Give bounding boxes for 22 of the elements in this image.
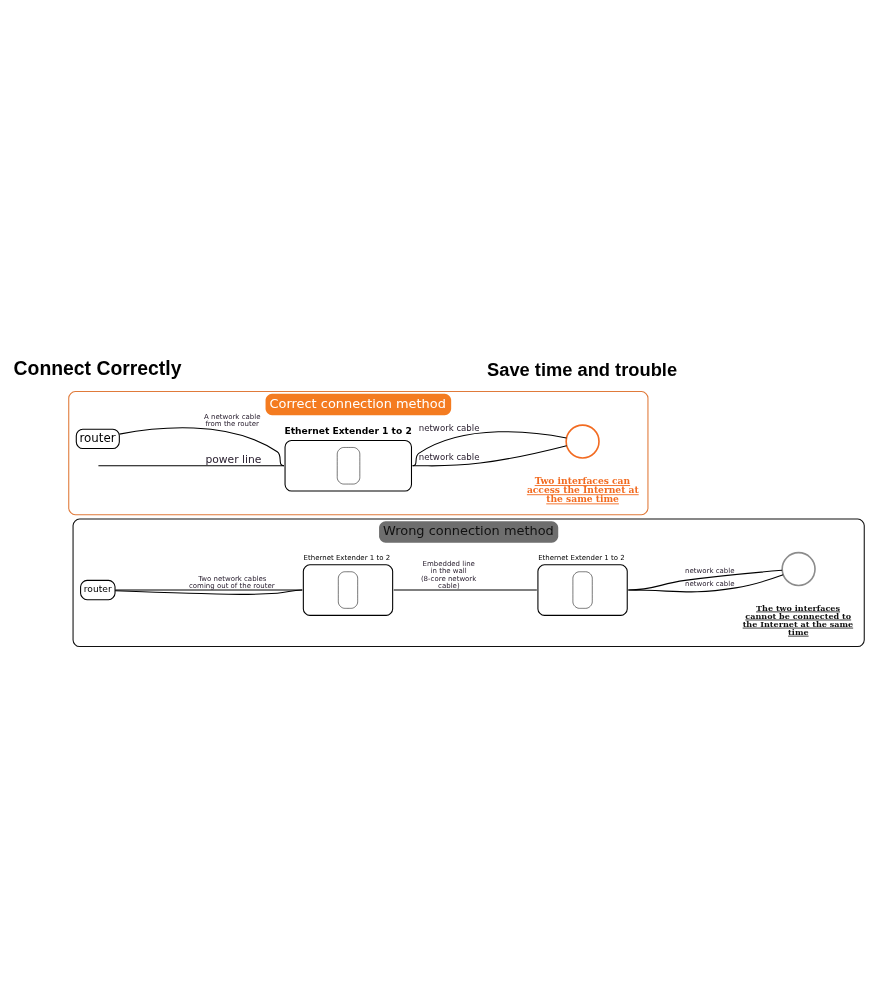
- edge-label: power line: [205, 452, 262, 466]
- node-box: [537, 563, 628, 616]
- node-box: [302, 563, 394, 616]
- edge-label: network cable: [418, 451, 480, 462]
- connector: [412, 444, 568, 466]
- node-circle: [565, 423, 600, 459]
- node-box: router: [80, 579, 116, 600]
- label: Save time and trouble: [487, 358, 678, 380]
- connector: [97, 464, 285, 466]
- label: Two interfaces can access the Internet at the same time: [526, 474, 639, 504]
- connector: [393, 589, 538, 591]
- connector: [118, 426, 285, 466]
- label: The two interfaces cannot be connected to the Internet at the same time: [742, 601, 854, 637]
- connector: [412, 430, 568, 466]
- connector: [114, 589, 303, 595]
- connector: [114, 589, 303, 591]
- label: Connect Correctly: [13, 356, 182, 379]
- node-box: router: [75, 428, 120, 449]
- node-label: Ethernet Extender 1 to 2: [284, 425, 412, 436]
- edge-label: network cable: [418, 422, 480, 433]
- node-box: [284, 439, 413, 492]
- node-circle: [781, 551, 816, 586]
